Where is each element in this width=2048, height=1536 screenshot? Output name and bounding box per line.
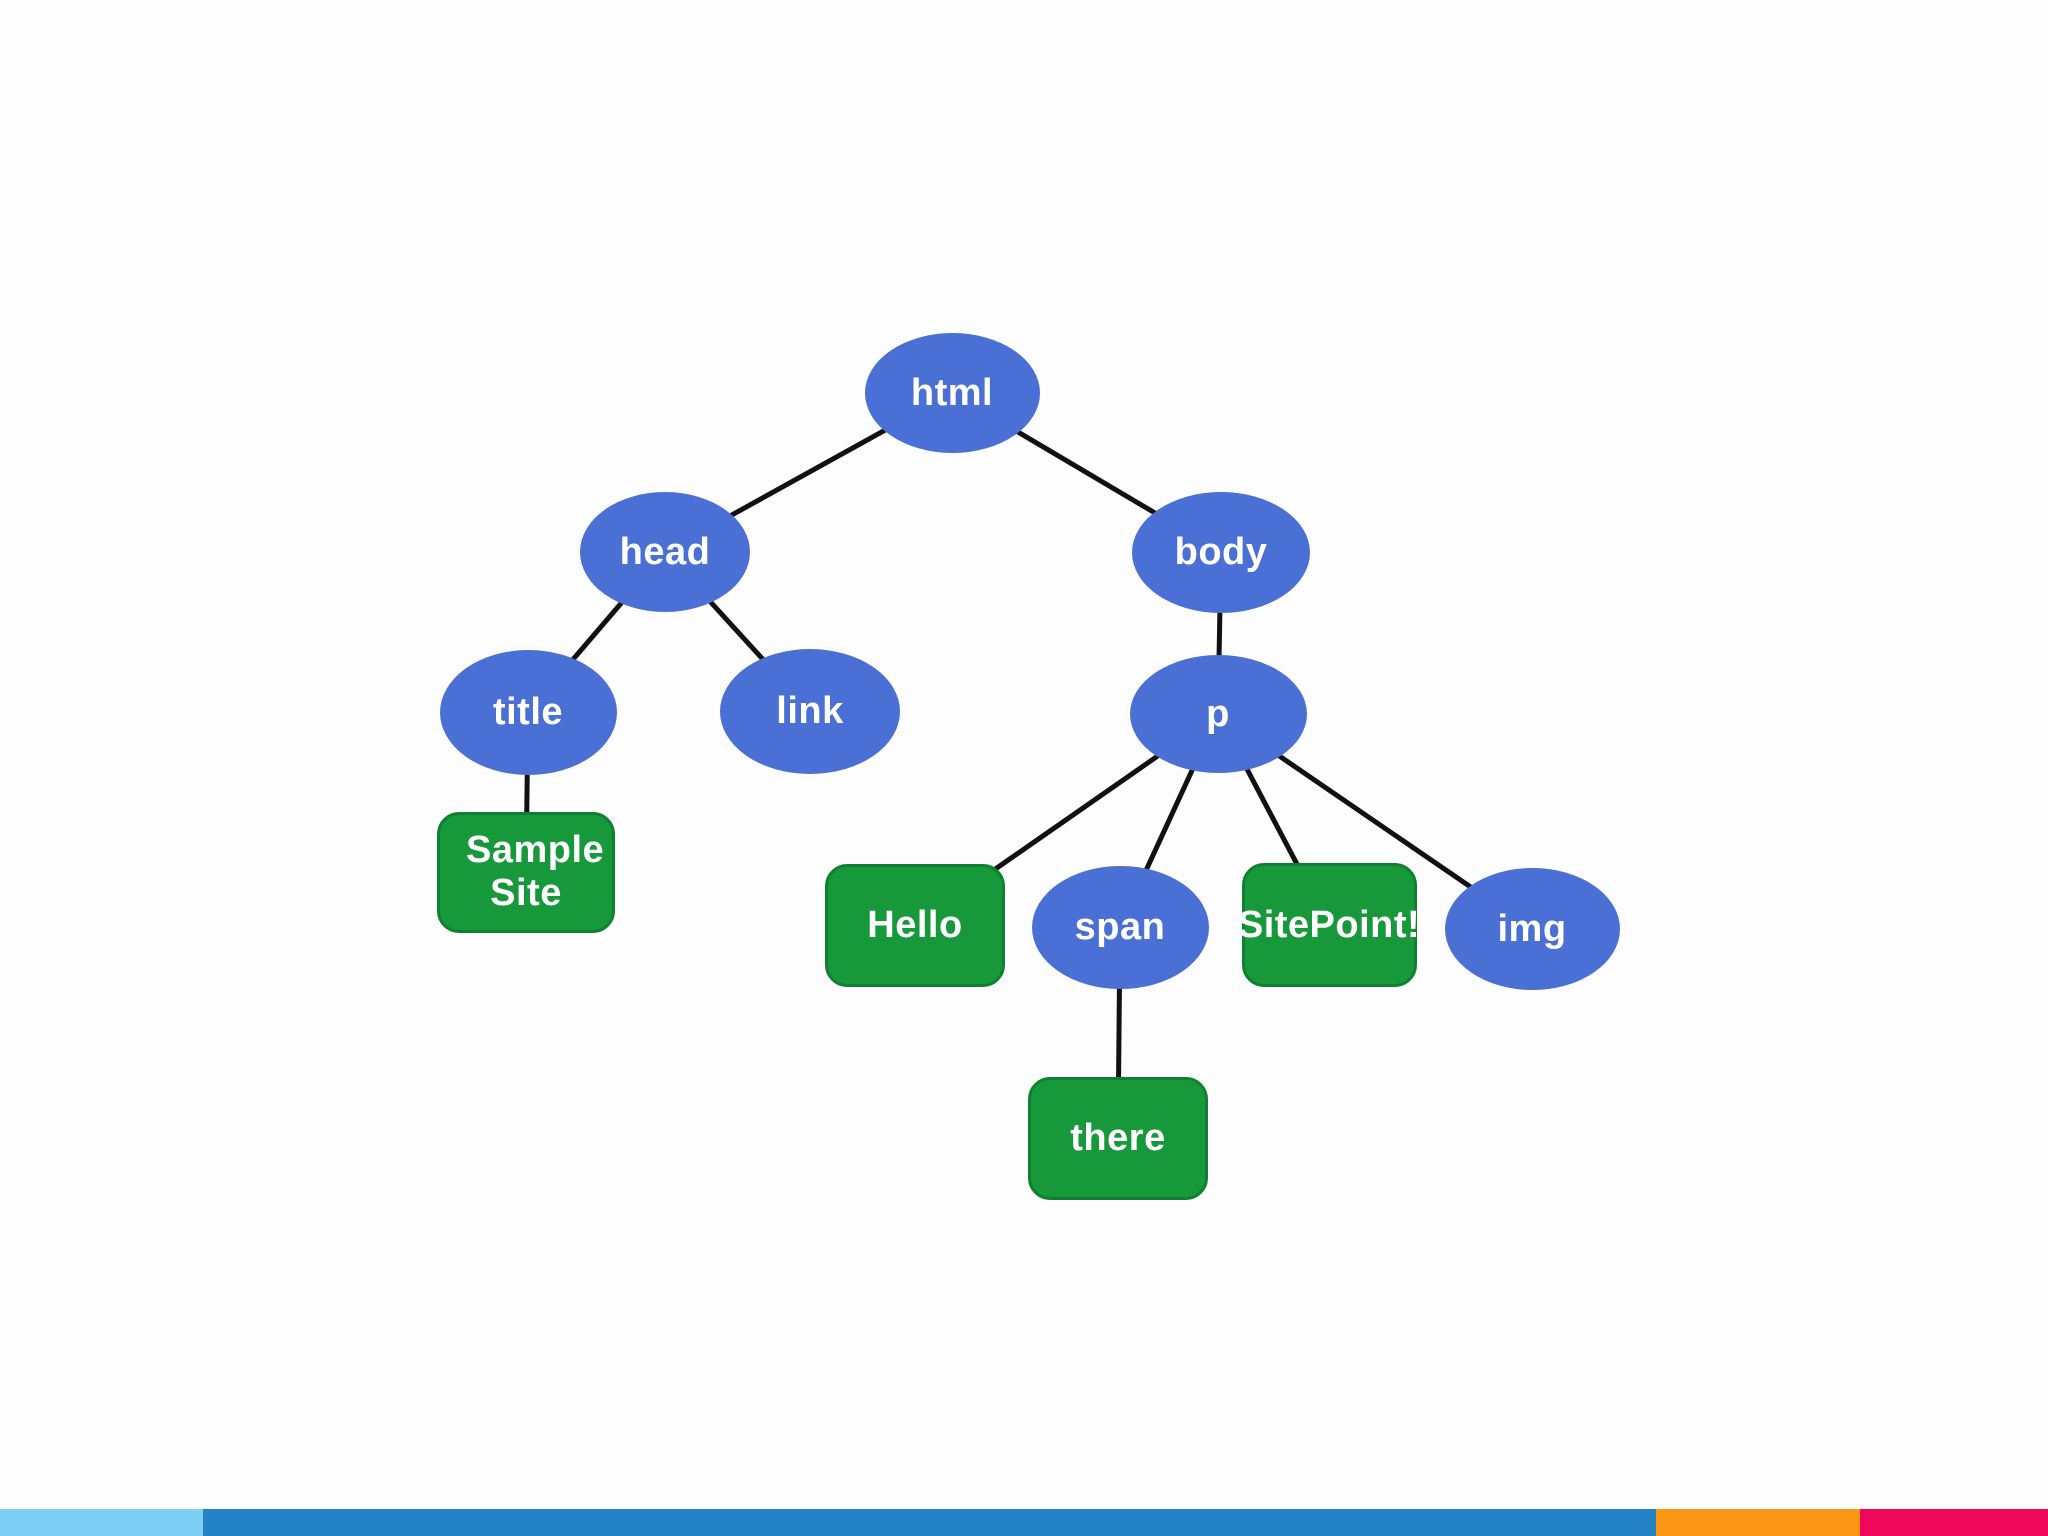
tree-node-head: head [580, 492, 750, 612]
node-label: head [619, 530, 711, 573]
node-label: there [1070, 1116, 1166, 1159]
node-label: link [776, 689, 844, 732]
tree-node-body: body [1132, 491, 1310, 613]
footer-bar-segment-blue [203, 1509, 1656, 1536]
footer-color-bar [0, 1509, 2048, 1536]
node-label: html [910, 371, 994, 414]
tree-node-img: img [1444, 868, 1620, 990]
node-label: Sample Site [466, 829, 605, 914]
tree-node-link: link [720, 648, 900, 774]
node-label: p [1206, 692, 1230, 735]
tree-node-there: there [1028, 1076, 1208, 1200]
tree-node-sample-site: Sample Site [437, 811, 615, 933]
footer-bar-segment-crimson [1860, 1509, 2048, 1536]
tree-node-p: p [1129, 655, 1307, 773]
node-label: title [492, 690, 564, 733]
node-label: Hello [867, 903, 963, 946]
footer-bar-segment-orange [1656, 1509, 1860, 1536]
tree-node-html: html [864, 333, 1040, 453]
node-label: img [1497, 907, 1567, 950]
tree-node-hello: Hello [825, 863, 1005, 987]
tree-node-sitepoint: SitePoint! [1238, 863, 1420, 987]
tree-node-title: title [439, 649, 617, 775]
footer-bar-segment-light-blue [0, 1509, 203, 1536]
node-label: SitePoint! [1237, 903, 1421, 946]
tree-node-span: span [1031, 865, 1209, 989]
node-label: body [1174, 530, 1268, 573]
node-label: span [1074, 905, 1166, 948]
